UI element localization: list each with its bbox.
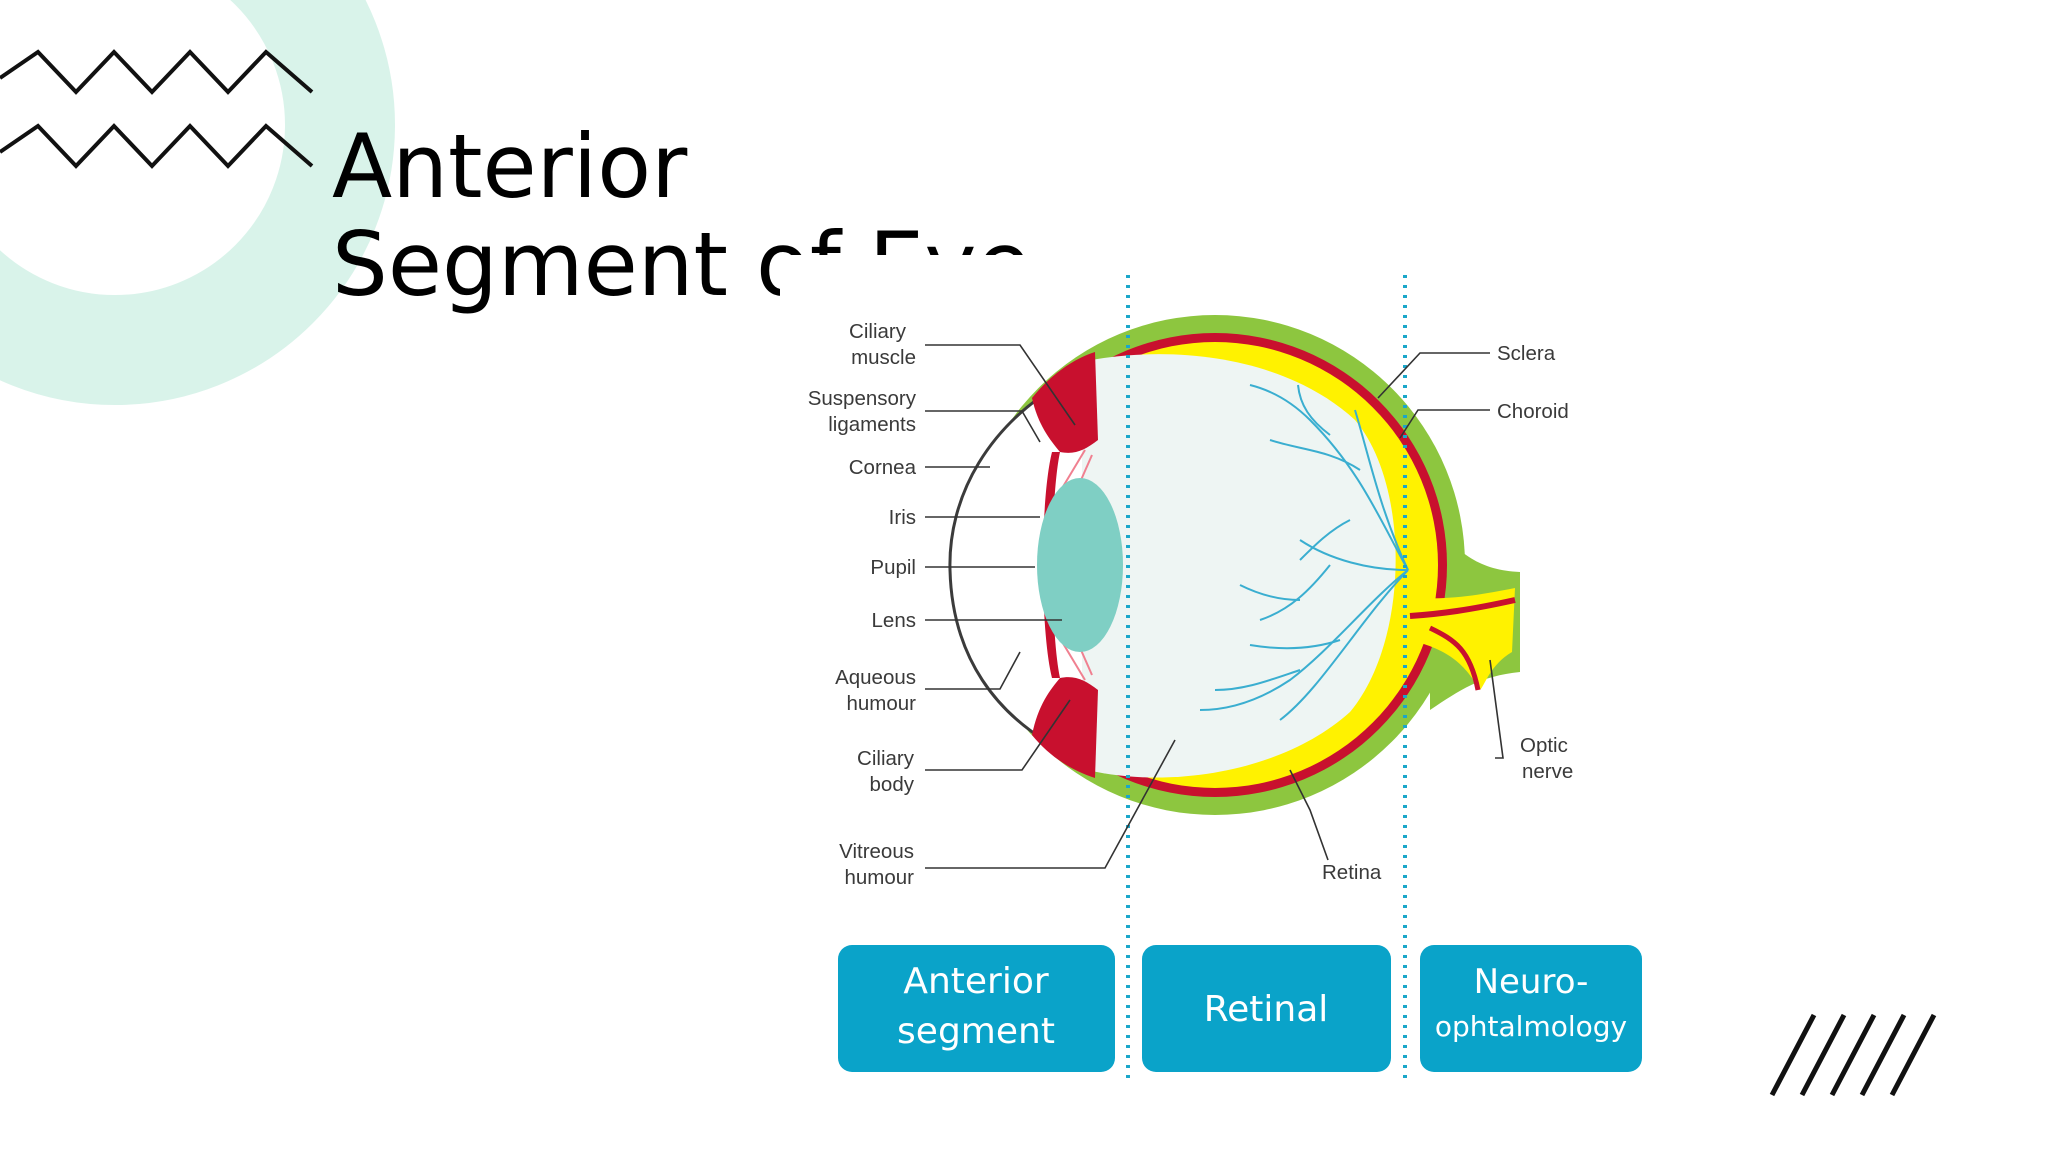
label-sclera: Sclera: [1497, 342, 1556, 365]
retinal-vessels: [1199, 384, 1409, 721]
segment-anterior-line-1: Anterior: [903, 961, 1049, 1002]
label-choroid: Choroid: [1497, 400, 1569, 423]
label-ciliary-body-2: body: [870, 773, 915, 796]
label-vitreous-humour-2: humour: [844, 866, 914, 889]
segment-anterior: Anterior segment: [838, 945, 1115, 1072]
label-aqueous-humour-1: Aqueous: [835, 666, 916, 689]
label-ciliary-muscle-1: Ciliary: [849, 320, 907, 343]
segment-anterior-line-2: segment: [897, 1011, 1055, 1052]
accent-circle: [0, 0, 395, 405]
leader-lines: [925, 344, 1504, 869]
left-labels: Ciliary muscle Suspensory ligaments Corn…: [808, 320, 917, 889]
right-labels: Sclera Choroid Optic nerve Retina: [1322, 342, 1573, 884]
label-cornea: Cornea: [849, 456, 917, 479]
label-lens: Lens: [872, 609, 916, 632]
segment-retinal: Retinal: [1142, 945, 1391, 1072]
zigzag-lines-icon: [0, 49, 314, 169]
optic-nerve: [1409, 588, 1516, 691]
label-vitreous-humour-1: Vitreous: [839, 840, 914, 863]
lens: [1037, 478, 1123, 652]
label-suspensory-ligaments-2: ligaments: [828, 413, 916, 436]
label-ciliary-muscle-2: muscle: [851, 346, 916, 369]
vitreous-humour: [1080, 354, 1396, 778]
segment-neuro-line-1: Neuro-: [1474, 962, 1589, 1002]
label-optic-nerve-1: Optic: [1520, 734, 1568, 757]
diagonal-stripes-icon: [1769, 1013, 1937, 1097]
segment-neuro-line-2: ophtalmology: [1435, 1010, 1627, 1043]
title-line-1: Anterior: [332, 115, 688, 218]
label-ciliary-body-1: Ciliary: [857, 747, 915, 770]
eye-anatomy-diagram: Ciliary muscle Suspensory ligaments Corn…: [780, 255, 1650, 1090]
label-iris: Iris: [889, 506, 916, 529]
label-suspensory-ligaments-1: Suspensory: [808, 387, 917, 410]
segment-neuro: Neuro- ophtalmology: [1420, 945, 1642, 1072]
label-retina: Retina: [1322, 861, 1382, 884]
label-aqueous-humour-2: humour: [846, 692, 916, 715]
label-pupil: Pupil: [870, 556, 916, 579]
label-optic-nerve-2: nerve: [1522, 760, 1573, 783]
segment-dividers: [1126, 275, 1407, 1078]
segment-retinal-label: Retinal: [1204, 989, 1329, 1030]
